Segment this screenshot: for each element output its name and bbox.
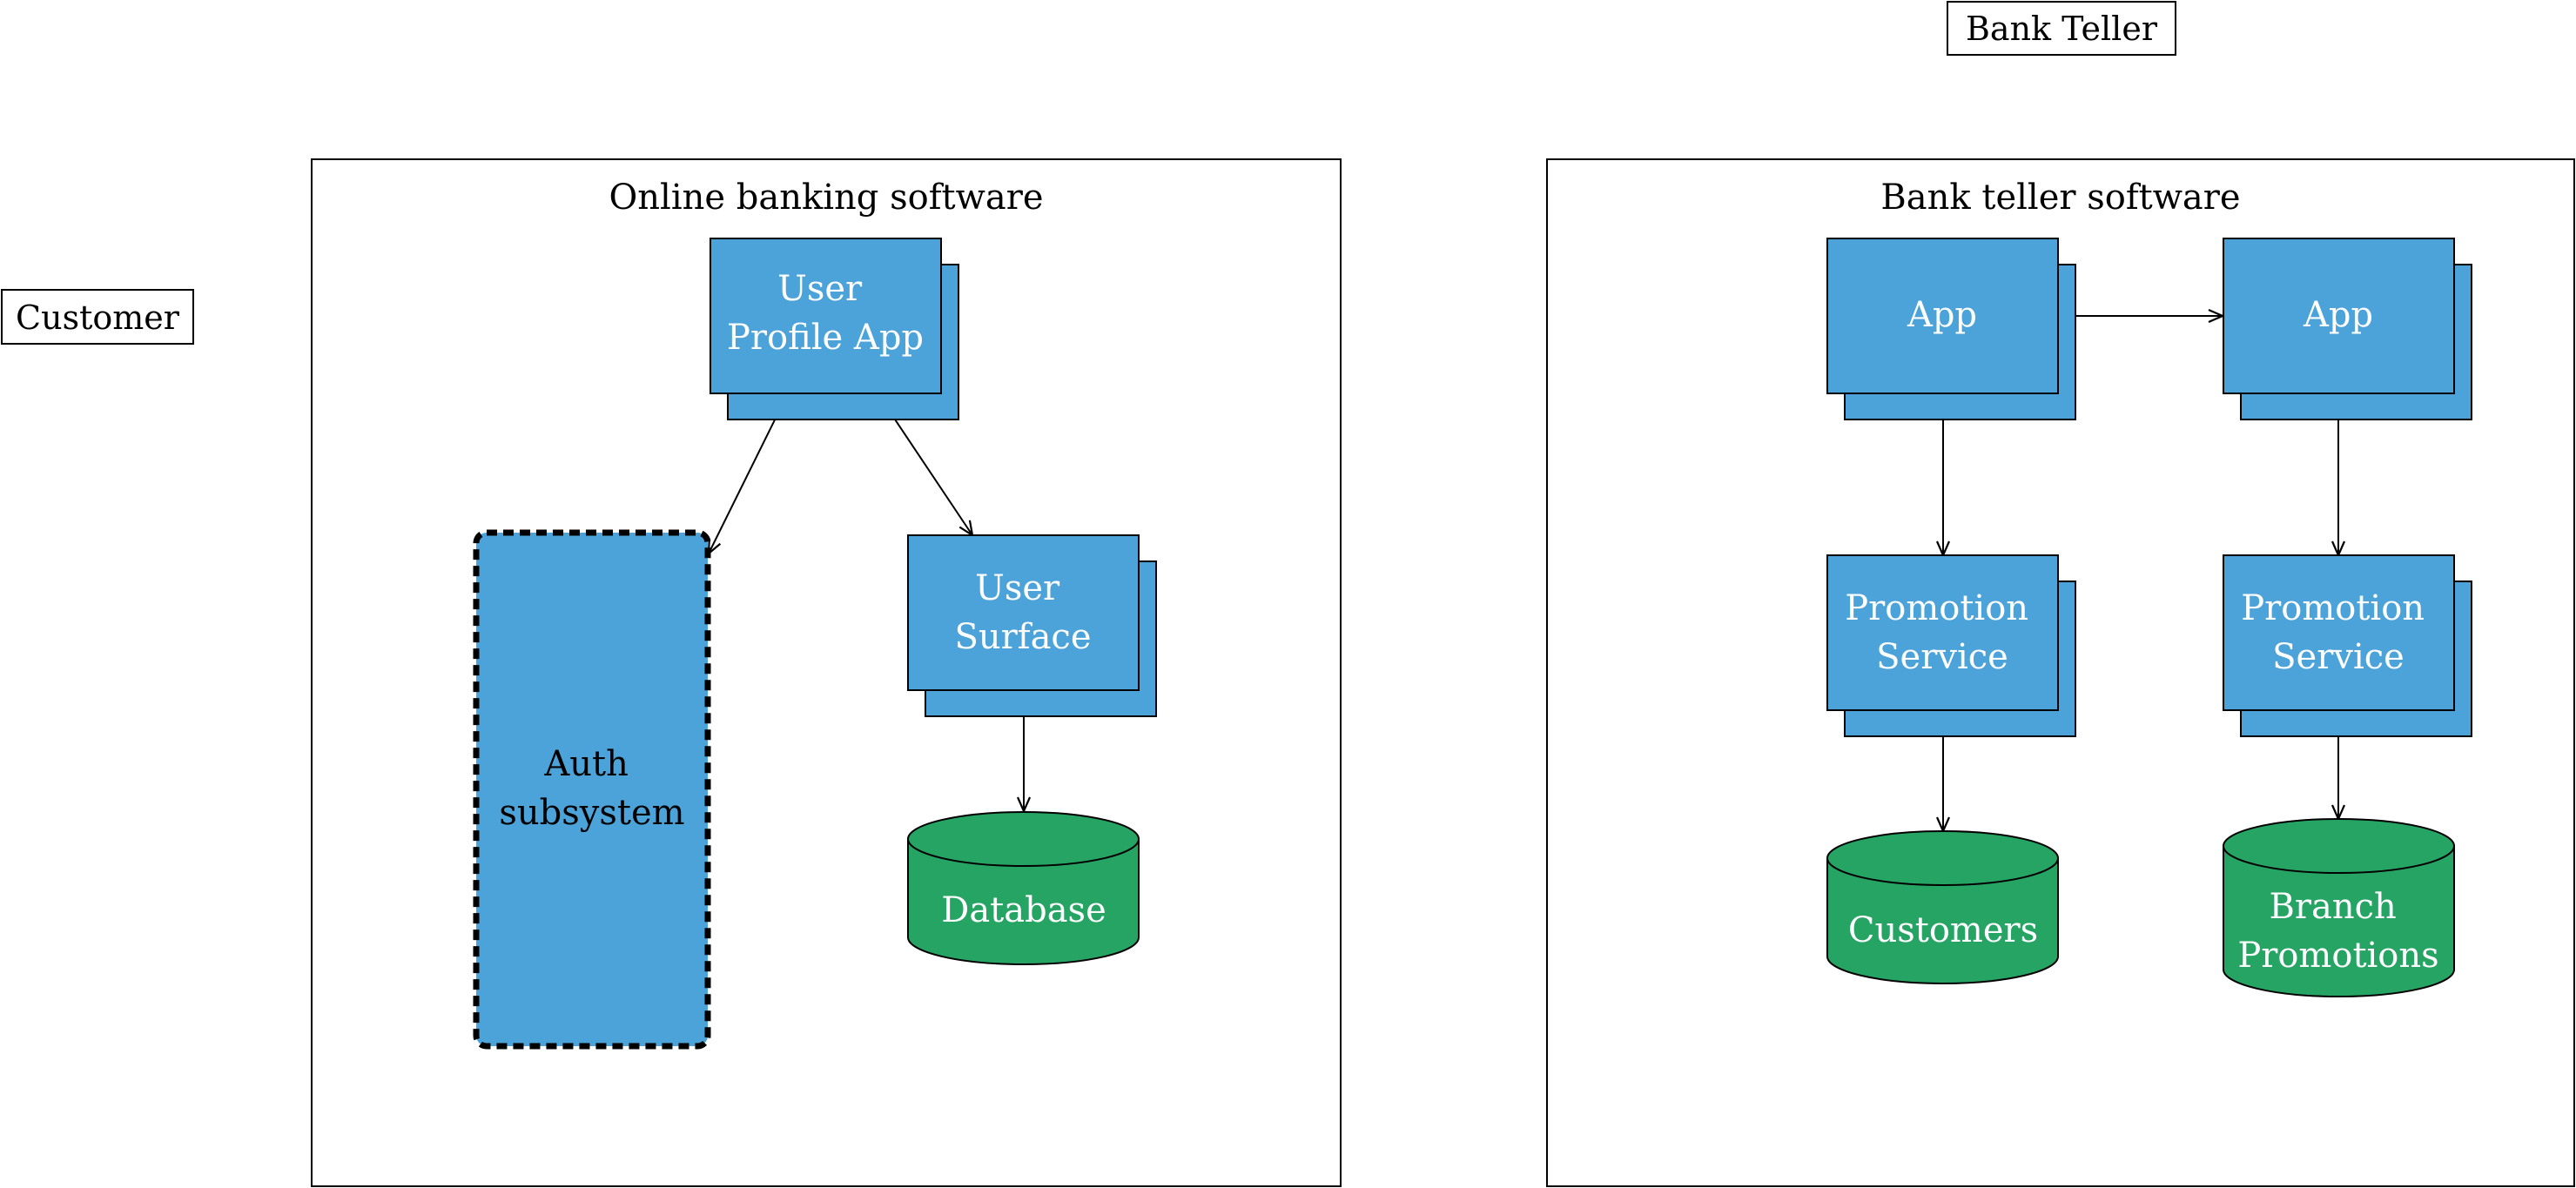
user-surface-node: User Surface: [907, 534, 1157, 717]
customer-label: Customer: [16, 299, 180, 337]
user-profile-app-label: User Profile App: [727, 269, 924, 358]
online-banking-title: Online banking software: [609, 178, 1044, 218]
database-node: Database: [907, 811, 1140, 965]
database-label: Database: [941, 890, 1106, 930]
branch-promotions-db-label: Branch Promotions: [2237, 887, 2438, 976]
bank-teller-actor: Bank Teller: [1947, 1, 2176, 56]
user-profile-app-line-1: User: [777, 269, 863, 309]
app-right-label: App: [2303, 295, 2373, 335]
app-left-label: App: [1907, 295, 1977, 335]
customers-db-label: Customers: [1848, 910, 2038, 950]
promotion-right-line-2: Service: [2272, 637, 2404, 677]
branch-promotions-line-2: Promotions: [2237, 936, 2438, 976]
promotion-service-left-label: Promotion Service: [1845, 588, 2040, 677]
promotion-left-line-2: Service: [1876, 637, 2008, 677]
bank-teller-boundary: Bank teller software: [1546, 158, 2575, 1187]
branch-promotions-line-1: Branch: [2269, 887, 2396, 927]
auth-subsystem-node: Auth subsystem: [473, 529, 711, 1050]
promotion-service-left-node: Promotion Service: [1826, 554, 2076, 737]
auth-subsystem-line-1: Auth: [543, 744, 628, 784]
auth-subsystem-label: Auth subsystem: [499, 744, 684, 833]
user-surface-line-2: Surface: [954, 617, 1091, 657]
user-surface-label: User Surface: [954, 568, 1091, 657]
user-profile-app-node: User Profile App: [710, 238, 959, 420]
customers-db-node: Customers: [1826, 830, 2059, 984]
promotion-left-line-1: Promotion: [1845, 588, 2028, 628]
user-profile-app-line-2: Profile App: [727, 318, 924, 358]
auth-subsystem-line-2: subsystem: [499, 793, 684, 833]
app-left-node: App: [1826, 238, 2076, 420]
customer-actor: Customer: [1, 289, 194, 345]
promotion-right-line-1: Promotion: [2241, 588, 2425, 628]
app-right-node: App: [2223, 238, 2472, 420]
user-surface-line-1: User: [975, 568, 1060, 608]
promotion-service-right-label: Promotion Service: [2241, 588, 2436, 677]
bank-teller-label: Bank Teller: [1966, 10, 2158, 48]
branch-promotions-db-node: Branch Promotions: [2223, 818, 2455, 997]
bank-teller-software-title: Bank teller software: [1880, 178, 2240, 218]
promotion-service-right-node: Promotion Service: [2223, 554, 2472, 737]
online-banking-boundary: Online banking software: [311, 158, 1342, 1187]
